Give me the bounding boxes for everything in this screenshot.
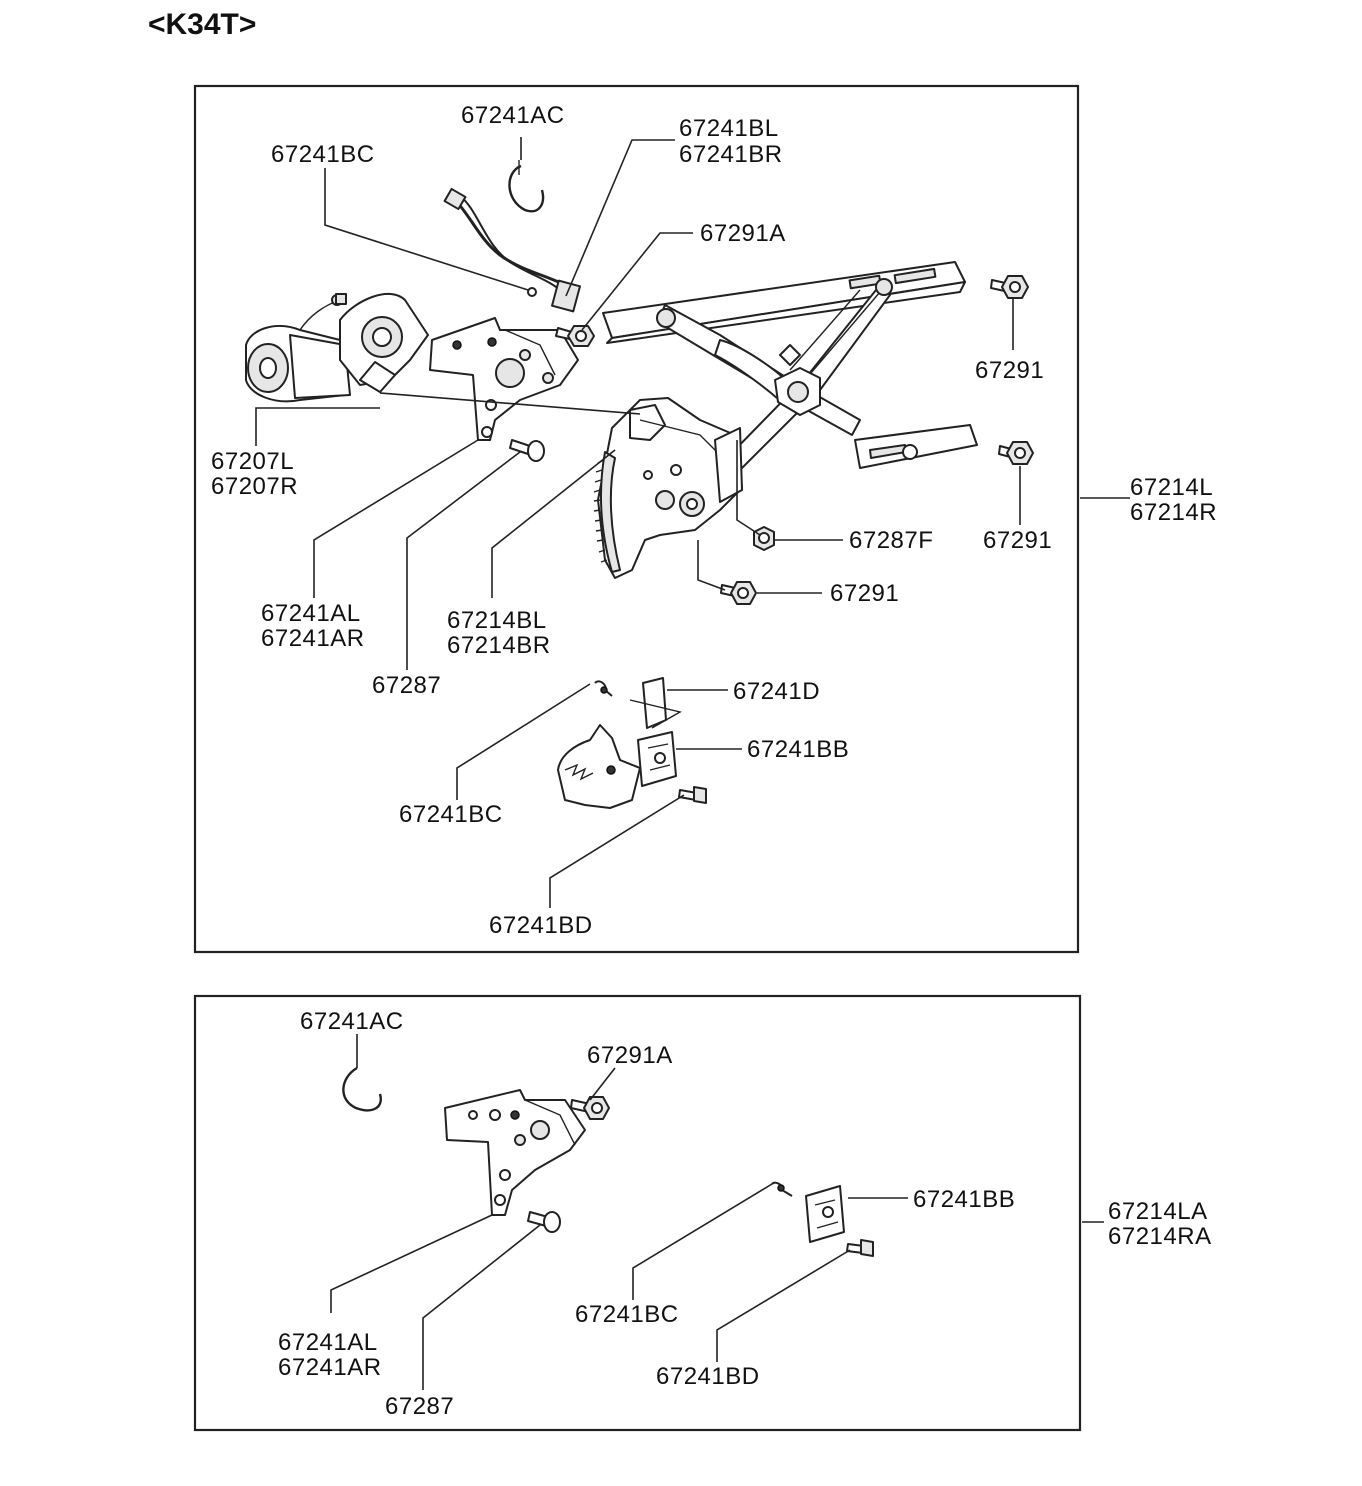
upper-panel: 67241AC 67241BL 67241BR 67241BC 67291A 6…: [193, 84, 1217, 954]
bolt-67287: [509, 439, 545, 462]
diagram-title: <K34T>: [148, 8, 256, 41]
bolt-67291-bottom: [720, 581, 757, 605]
label-67241ac-lower: 67241AC: [300, 1008, 404, 1035]
lower-labels: 67241AC 67291A 67241BB 67214LA 67214RA 6…: [278, 1008, 1212, 1420]
lower-panel: 67241AC 67291A 67241BB 67214LA 67214RA 6…: [193, 994, 1212, 1432]
upper-leaders: [255, 137, 1130, 908]
bolt-67291a-lower: [570, 1096, 610, 1120]
label-67214bl: 67214BL: [447, 607, 547, 634]
label-67207r: 67207R: [211, 473, 298, 500]
wire-67241ac: [508, 160, 545, 213]
label-67214la: 67214LA: [1108, 1198, 1208, 1225]
nut-67287f: [753, 526, 775, 551]
screw-67241bd: [678, 786, 707, 804]
label-67287f: 67287F: [849, 527, 933, 554]
lower-frame: [193, 994, 1082, 1432]
lower-leaders: [330, 1034, 1104, 1390]
label-67214r: 67214R: [1130, 499, 1217, 526]
label-67241bl: 67241BL: [679, 115, 779, 142]
label-67291a: 67291A: [700, 220, 786, 247]
label-67241bb: 67241BB: [747, 736, 849, 763]
plate-67241bb-lower: [805, 1185, 845, 1243]
bracket-67241al: [429, 317, 579, 441]
label-67241bc-lower: 67241BC: [575, 1301, 679, 1328]
wire-67241ac-lower: [342, 1066, 382, 1112]
label-67207l: 67207L: [211, 448, 294, 475]
label-67241ac: 67241AC: [461, 102, 565, 129]
label-67241bb-lower: 67241BB: [913, 1186, 1015, 1213]
wire-harness: [443, 187, 581, 313]
label-67241al: 67241AL: [261, 600, 361, 627]
regulator-67214: [602, 261, 978, 471]
label-67241bc-low: 67241BC: [399, 801, 503, 828]
label-67241bd: 67241BD: [489, 912, 593, 939]
upper-frame: [193, 84, 1080, 954]
label-67291a-lower: 67291A: [587, 1042, 673, 1069]
label-67241ar-lower: 67241AR: [278, 1354, 382, 1381]
label-67291-top: 67291: [975, 357, 1044, 384]
clip-67241d: [594, 677, 682, 729]
label-67241bc-top: 67241BC: [271, 141, 375, 168]
upper-labels: 67241AC 67241BL 67241BR 67241BC 67291A 6…: [211, 102, 1217, 939]
label-67241bd-lower: 67241BD: [656, 1363, 760, 1390]
bolt-67291-right-mid: [998, 441, 1034, 465]
label-67241br: 67241BR: [679, 141, 783, 168]
plate-67241bb: [637, 731, 677, 787]
label-67241ar: 67241AR: [261, 625, 365, 652]
screw-67241bd-lower: [846, 1239, 874, 1257]
label-67241d: 67241D: [733, 678, 820, 705]
bracket-67241al-lower: [444, 1089, 586, 1216]
label-67214br: 67214BR: [447, 632, 551, 659]
motor-67207: [245, 292, 429, 403]
label-67291-bot: 67291: [830, 580, 899, 607]
label-67291-mid: 67291: [983, 527, 1052, 554]
sector-67214b: [593, 397, 743, 579]
bolt-67291a: [555, 325, 595, 347]
label-67287: 67287: [372, 672, 441, 699]
label-67214ra: 67214RA: [1108, 1223, 1212, 1250]
label-67214l: 67214L: [1130, 474, 1213, 501]
label-67287-lower: 67287: [385, 1393, 454, 1420]
label-67241al-lower: 67241AL: [278, 1329, 378, 1356]
bolt-67291-right-top: [990, 275, 1029, 299]
bolt-67287-lower: [527, 1211, 561, 1233]
toothed-bracket: [557, 724, 641, 809]
clip-67241bc-lower: [771, 1181, 793, 1197]
